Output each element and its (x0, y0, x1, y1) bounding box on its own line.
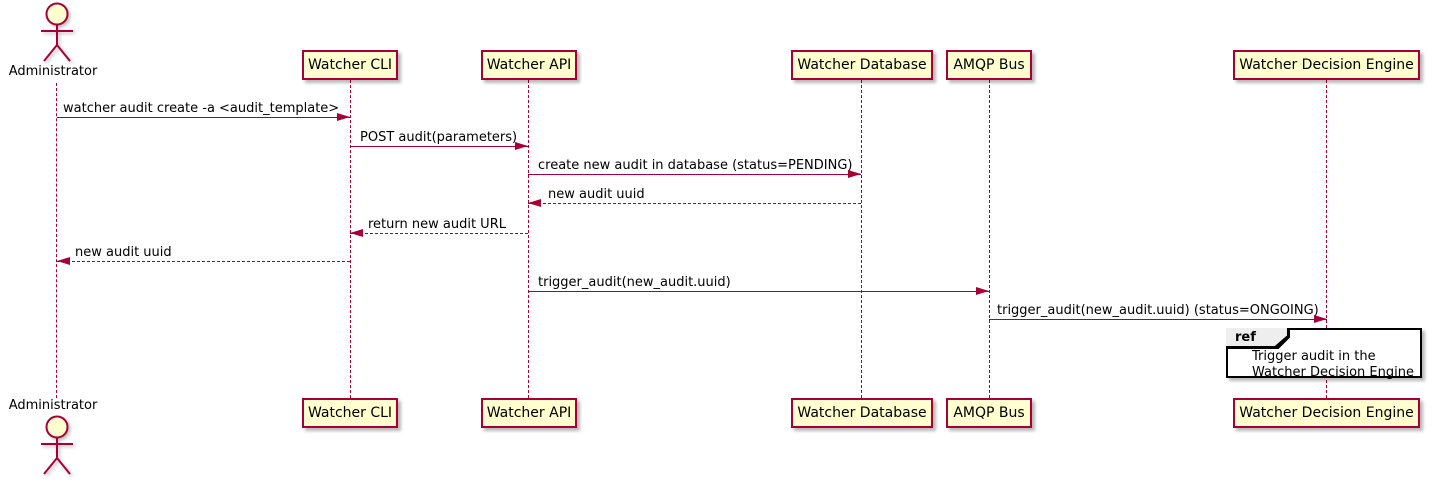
lifeline-administrator (56, 83, 57, 398)
participant-amqp-bus-top: AMQP Bus (946, 50, 1032, 80)
message-3-arrowhead (848, 170, 861, 178)
message-3-label: create new audit in database (status=PEN… (538, 158, 853, 173)
actor-label-administrator-top: Administrator (8, 64, 98, 79)
message-7-label: trigger_audit(new_audit.uuid) (538, 275, 731, 290)
message-2-label: POST audit(parameters) (360, 130, 518, 145)
participant-watcher-api-bottom: Watcher API (481, 398, 577, 428)
message-8-arrowhead (1314, 315, 1327, 323)
ref-content: Trigger audit in the Watcher Decision En… (1252, 349, 1414, 381)
lifeline-watcher-database (861, 80, 862, 398)
actor-icon-administrator-top (41, 2, 73, 62)
message-8-label: trigger_audit(new_audit.uuid) (status=ON… (997, 303, 1319, 318)
message-1-arrowhead (337, 113, 350, 121)
participant-watcher-decision-engine-bottom: Watcher Decision Engine (1233, 398, 1420, 428)
message-3-line (528, 174, 861, 175)
message-6-line (57, 261, 350, 262)
message-4-label: new audit uuid (548, 187, 645, 202)
message-6-arrowhead (57, 257, 70, 265)
lifeline-watcher-cli (350, 80, 351, 398)
message-1-line (57, 117, 350, 118)
message-5-line (350, 233, 528, 234)
ref-line-2: Watcher Decision Engine (1252, 365, 1414, 380)
message-1-label: watcher audit create -a <audit_template> (63, 101, 340, 116)
message-6-label: new audit uuid (75, 245, 172, 260)
participant-watcher-database-bottom: Watcher Database (791, 398, 933, 428)
lifeline-watcher-api (528, 80, 529, 398)
participant-watcher-api-top: Watcher API (481, 50, 577, 80)
ref-fragment: ref Trigger audit in the Watcher Decisio… (1226, 328, 1422, 381)
message-2-line (350, 146, 528, 147)
ref-line-1: Trigger audit in the (1252, 349, 1376, 364)
message-5-arrowhead (350, 229, 363, 237)
participant-watcher-database-top: Watcher Database (791, 50, 933, 80)
participant-watcher-decision-engine-top: Watcher Decision Engine (1233, 50, 1420, 80)
ref-tab: ref (1226, 328, 1290, 349)
lifeline-amqp-bus (989, 80, 990, 398)
message-4-line (528, 203, 861, 204)
ref-keyword: ref (1235, 329, 1256, 345)
lifeline-watcher-decision-engine (1326, 80, 1327, 398)
actor-icon-administrator-bottom (41, 415, 73, 475)
message-2-arrowhead (515, 142, 528, 150)
message-7-arrowhead (976, 287, 989, 295)
participant-watcher-cli-bottom: Watcher CLI (302, 398, 398, 428)
message-4-arrowhead (528, 199, 541, 207)
participant-watcher-cli-top: Watcher CLI (302, 50, 398, 80)
participant-amqp-bus-bottom: AMQP Bus (946, 398, 1032, 428)
message-5-label: return new audit URL (368, 217, 506, 232)
message-8-line (989, 319, 1327, 320)
message-7-line (528, 291, 989, 292)
actor-label-administrator-bottom: Administrator (8, 398, 98, 413)
